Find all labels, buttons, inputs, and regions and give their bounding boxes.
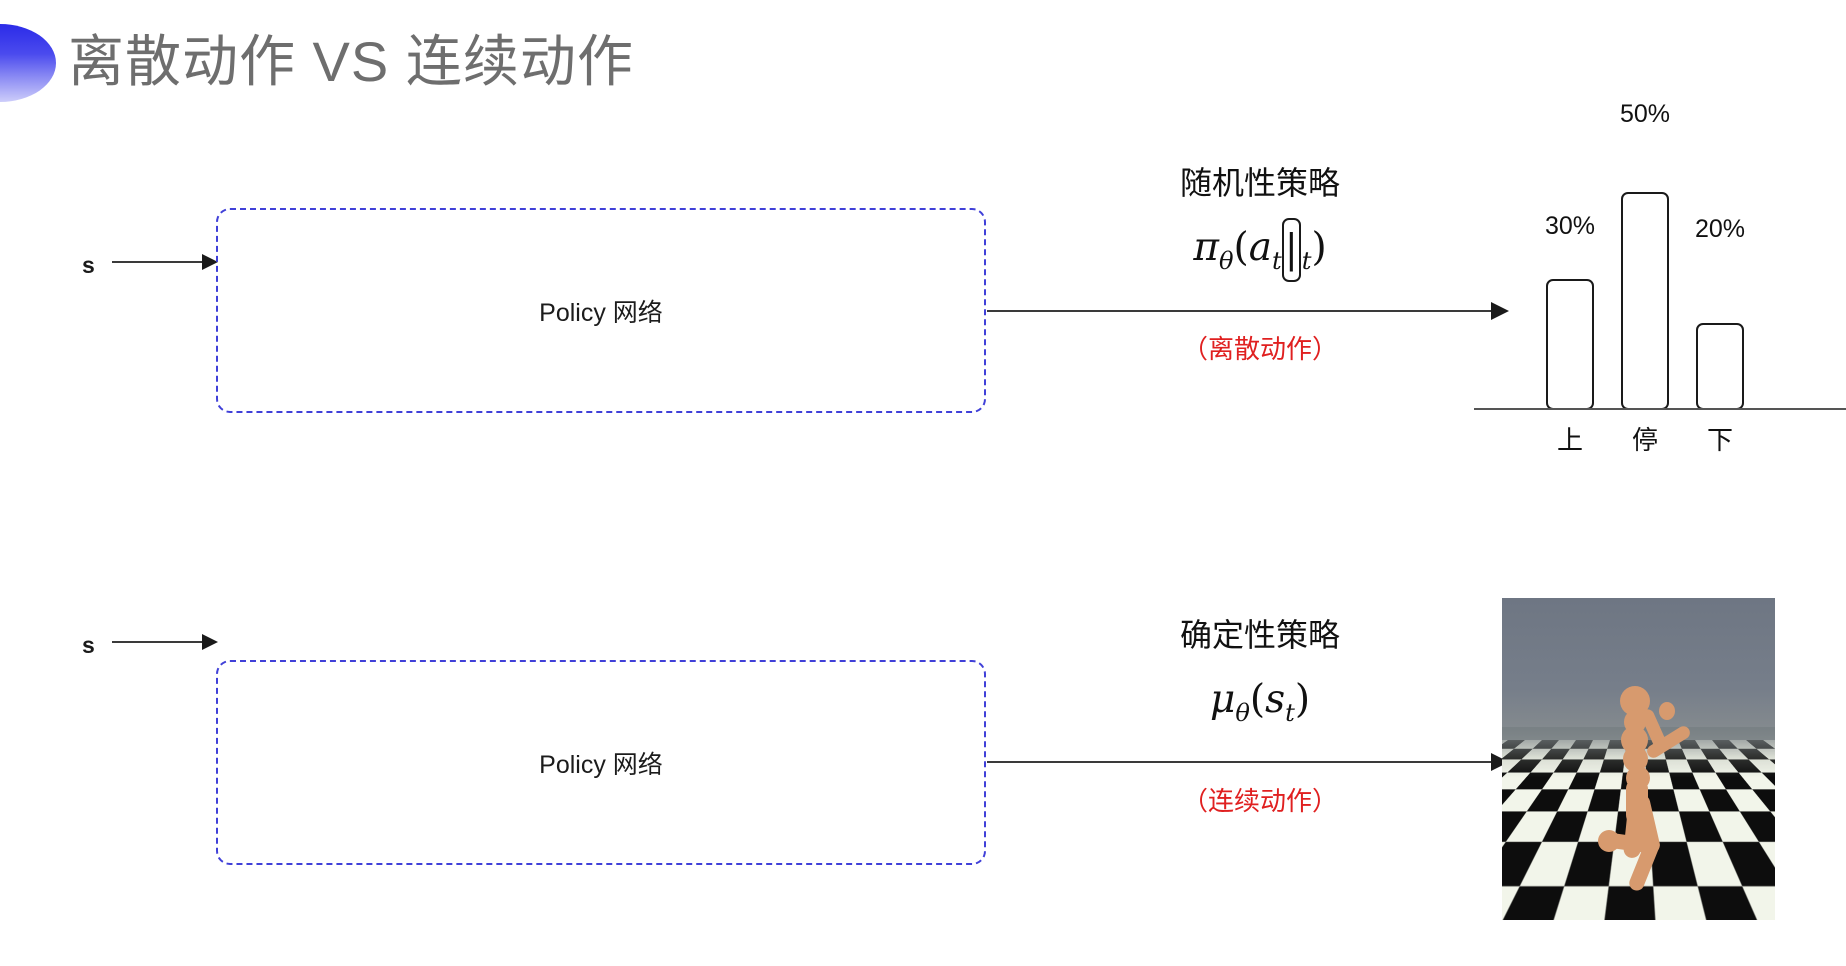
policy-formula-discrete: πθ(at|st) (1110, 218, 1410, 291)
formula-arg1-continuous: s (1265, 677, 1286, 722)
chart-bar-2 (1696, 323, 1744, 410)
chart-baseline-axis (1474, 408, 1846, 410)
policy-network-label-discrete: Policy 网络 (539, 298, 663, 327)
policy-network-box-discrete[interactable]: Policy 网络 (216, 208, 986, 413)
formula-fn-continuous: μ (1209, 677, 1236, 722)
output-arrow-discrete (987, 302, 1509, 320)
input-state-label-continuous: s (82, 632, 95, 658)
formula-bar-discrete: | (1281, 218, 1301, 282)
formula-close-paren-continuous: ) (1294, 677, 1311, 722)
policy-formula-block-continuous: 确定性策略 μθ(st) （连续动作） (1110, 612, 1410, 819)
chart-bar-1 (1621, 192, 1669, 410)
humanoid-hand-right (1659, 702, 1675, 720)
humanoid-simulation-image (1502, 598, 1775, 920)
formula-arg2-sub-discrete: t (1301, 246, 1312, 275)
chart-value-label-0: 30% (1544, 212, 1596, 240)
input-arrow-discrete (112, 254, 218, 270)
formula-close-paren-discrete: ) (1311, 225, 1327, 270)
policy-network-box-continuous[interactable]: Policy 网络 (216, 660, 986, 865)
policy-formula-block-discrete: 随机性策略 πθ(at|st) （离散动作） (1110, 160, 1410, 367)
chart-value-label-1: 50% (1619, 100, 1671, 128)
formula-fn-discrete: π (1193, 225, 1219, 270)
formula-param-discrete: θ (1218, 246, 1234, 275)
action-type-note-discrete: （离散动作） (1181, 333, 1338, 364)
policy-formula-continuous: μθ(st) (1110, 670, 1410, 743)
page-title: 离散动作 VS 连续动作 (68, 30, 634, 93)
action-probability-chart: 30% 50% 20% 上 停 下 (1474, 96, 1846, 455)
formula-arg1-discrete: a (1248, 225, 1272, 270)
policy-heading-discrete: 随机性策略 (1179, 165, 1340, 201)
chart-value-label-2: 20% (1694, 215, 1746, 243)
formula-arg1-sub-continuous: t (1285, 698, 1295, 727)
policy-heading-continuous: 确定性策略 (1179, 617, 1340, 653)
policy-network-label-continuous: Policy 网络 (539, 750, 663, 779)
formula-param-continuous: θ (1235, 698, 1250, 727)
input-arrow-continuous (112, 634, 218, 650)
title-bullet-icon (0, 24, 56, 102)
action-type-note-continuous: （连续动作） (1181, 785, 1338, 816)
chart-category-label-1: 停 (1631, 425, 1658, 455)
chart-category-label-0: 上 (1556, 425, 1583, 455)
formula-open-paren-discrete: ( (1233, 225, 1249, 270)
formula-arg1-sub-discrete: t (1272, 246, 1282, 275)
chart-bar-0 (1546, 279, 1594, 410)
input-state-label-discrete: s (82, 252, 95, 278)
chart-category-label-2: 下 (1706, 425, 1733, 455)
output-arrow-continuous (987, 753, 1509, 771)
formula-open-paren-continuous: ( (1249, 677, 1266, 722)
humanoid-foot-left (1598, 830, 1620, 852)
